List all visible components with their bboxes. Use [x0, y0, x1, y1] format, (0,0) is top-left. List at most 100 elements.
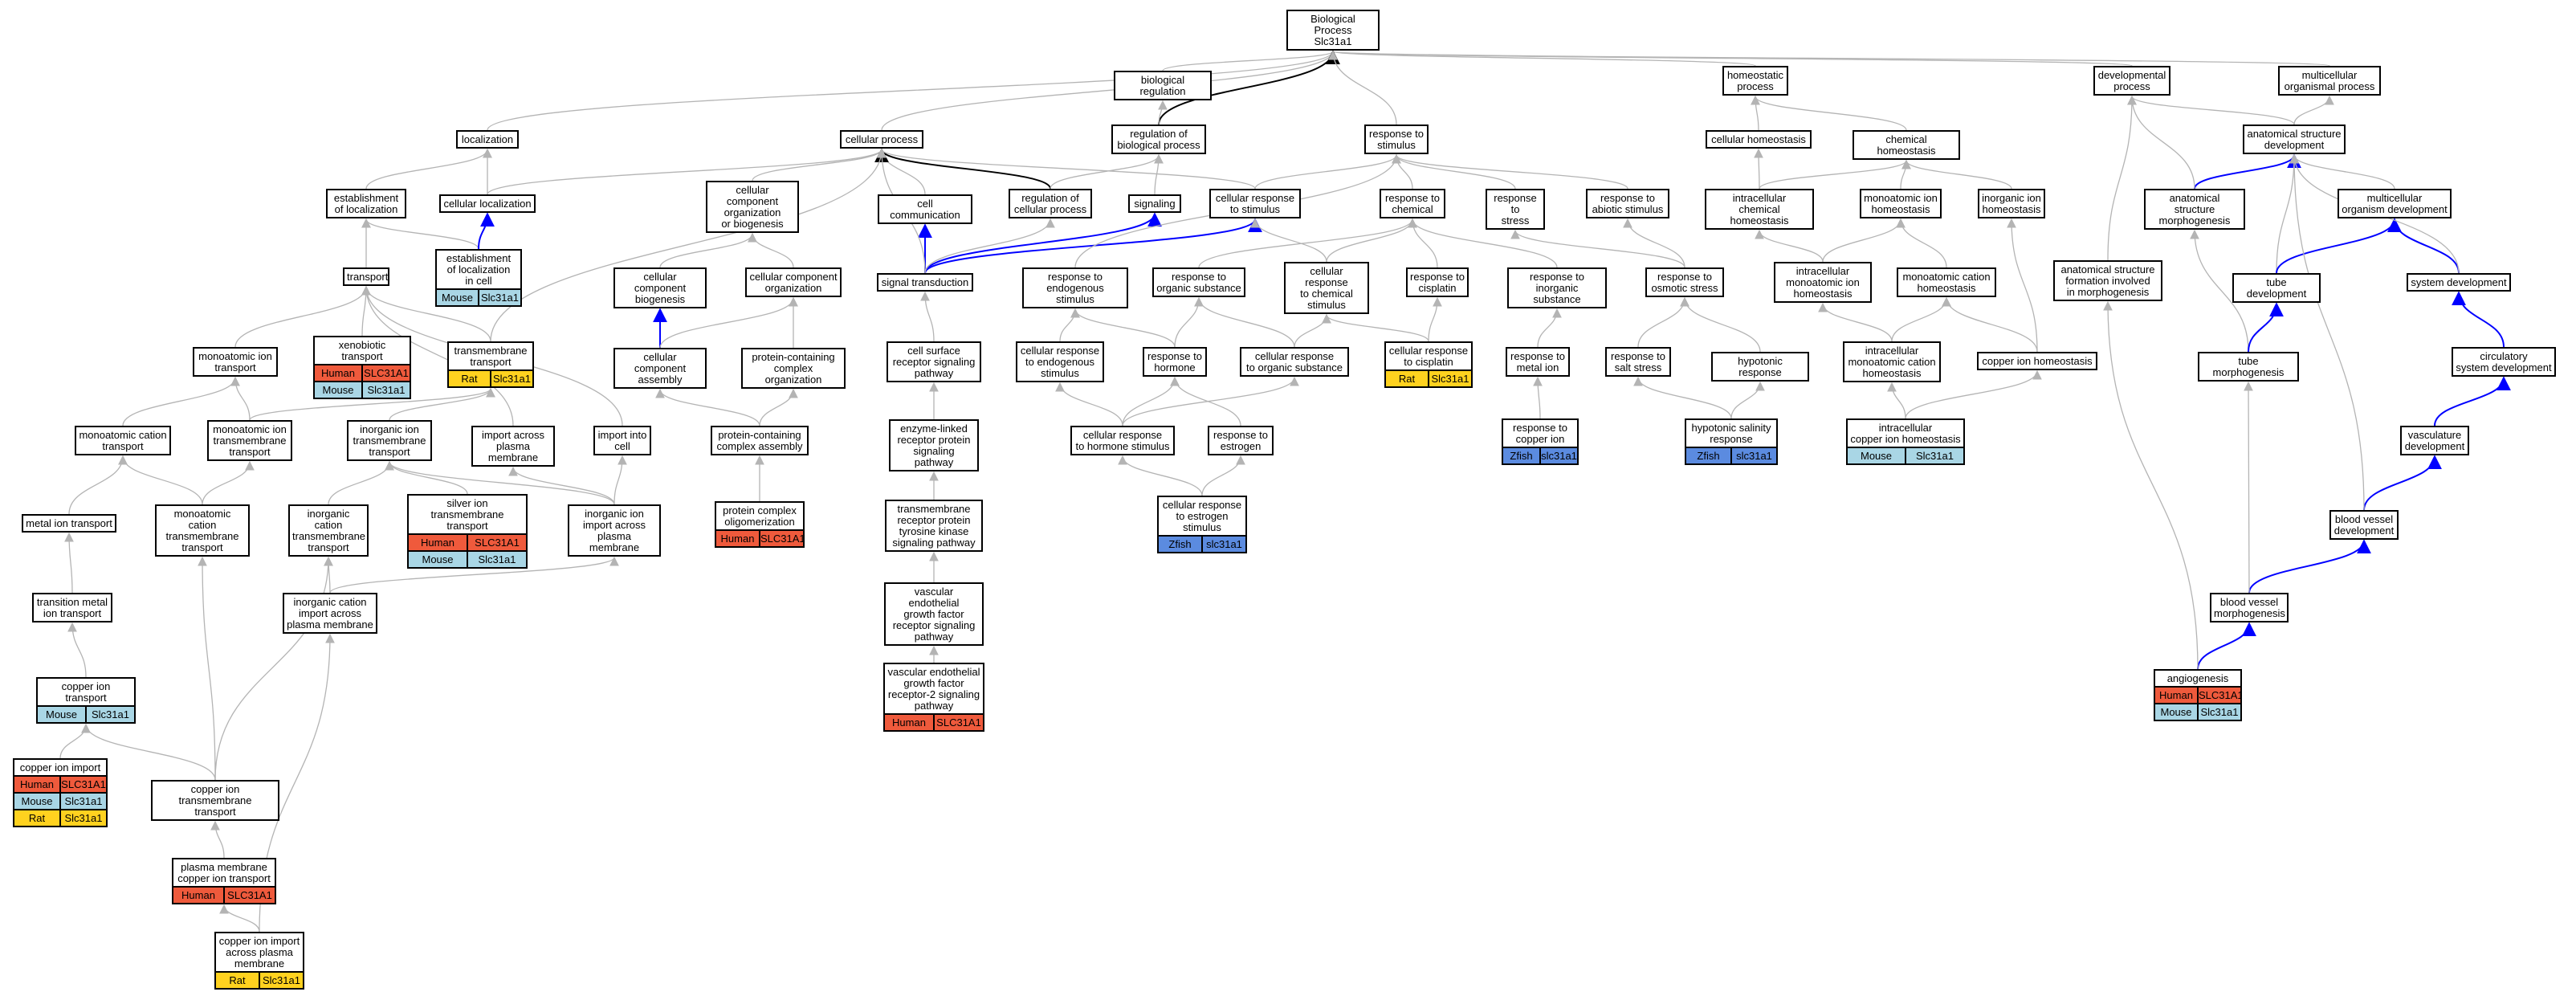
go-term-node[interactable]: transmembrane receptor protein tyrosine …: [885, 500, 983, 552]
go-term-node[interactable]: response to osmotic stress: [1645, 267, 1724, 297]
go-term-node[interactable]: chemical homeostasis: [1853, 130, 1960, 160]
go-term-node[interactable]: homeostatic process: [1722, 66, 1788, 96]
go-term-node[interactable]: response to salt stress: [1605, 347, 1671, 377]
go-term-node[interactable]: monoatomic ion transport: [193, 347, 278, 377]
go-term-node[interactable]: response to chemical: [1380, 189, 1445, 218]
go-term-node[interactable]: cellular component organization or bioge…: [706, 181, 799, 233]
go-term-label: inorganic ion homeostasis: [1982, 192, 2041, 215]
go-term-node[interactable]: system development: [2407, 273, 2511, 292]
go-term-node[interactable]: Biological Process Slc31a1: [1286, 10, 1380, 51]
go-term-node[interactable]: metal ion transport: [22, 514, 116, 533]
go-term-node[interactable]: inorganic cation transmembrane transport: [288, 504, 369, 557]
go-term-node[interactable]: developmental process: [2093, 66, 2170, 96]
go-term-node[interactable]: cellular process: [840, 130, 923, 149]
go-term-node[interactable]: establishment of localization: [326, 189, 406, 218]
go-term-node[interactable]: response to abiotic stimulus: [1586, 189, 1669, 218]
go-term-node[interactable]: signal transduction: [877, 273, 973, 292]
go-term-node[interactable]: circulatory system development: [2452, 347, 2556, 377]
go-term-node[interactable]: monoatomic ion homeostasis: [1860, 189, 1942, 218]
go-term-node[interactable]: cellular homeostasis: [1706, 130, 1812, 149]
go-term-node[interactable]: cell communication: [878, 194, 972, 224]
go-term-label: copper ion transport: [61, 680, 111, 704]
go-term-node[interactable]: vascular endothelial growth factor recep…: [884, 582, 984, 646]
go-term-node[interactable]: monoatomic ion transmembrane transport: [207, 420, 292, 461]
go-term-node[interactable]: monoatomic cation transmembrane transpor…: [155, 504, 250, 557]
go-term-node[interactable]: intracellular chemical homeostasis: [1705, 189, 1814, 230]
go-term-node[interactable]: import into cell: [593, 426, 651, 455]
go-term-label: cellular component assembly: [634, 351, 687, 386]
go-term-node[interactable]: cellular localization: [439, 194, 536, 213]
go-term-node[interactable]: localization: [456, 130, 519, 149]
go-term-node[interactable]: multicellular organism development: [2338, 189, 2452, 218]
go-term-node[interactable]: signaling: [1128, 194, 1181, 213]
go-term-node[interactable]: transport: [343, 267, 389, 286]
go-term-node[interactable]: response to inorganic substance: [1507, 267, 1607, 308]
relation-edge: [1162, 50, 1338, 71]
go-term-node[interactable]: regulation of biological process: [1111, 124, 1206, 154]
go-term-node[interactable]: response to endogenous stimulus: [1022, 267, 1128, 308]
go-term-node[interactable]: response to stimulus: [1364, 124, 1429, 154]
gene-symbol: Slc31a1: [59, 794, 106, 809]
go-term-node[interactable]: intracellular monoatomic ion homeostasis: [1774, 262, 1872, 303]
go-term-node[interactable]: response to organic substance: [1152, 267, 1245, 297]
go-term-node[interactable]: cellular response to stimulus: [1209, 189, 1301, 218]
go-term-node[interactable]: intracellular monoatomic cation homeosta…: [1843, 341, 1941, 382]
go-term-node[interactable]: import across plasma membrane: [471, 426, 555, 467]
go-term-node[interactable]: anatomical structure formation involved …: [2053, 260, 2162, 301]
go-term-node[interactable]: cellular response to organic substance: [1240, 347, 1349, 377]
go-term-node[interactable]: enzyme-linked receptor protein signaling…: [889, 419, 979, 471]
go-term-node[interactable]: inorganic cation import across plasma me…: [283, 593, 377, 634]
go-term-node[interactable]: monoatomic cation transport: [75, 426, 171, 455]
go-term-node[interactable]: cellular component organization: [745, 267, 842, 297]
go-term-node[interactable]: response to estrogen: [1208, 426, 1274, 455]
go-term-node[interactable]: cellular component assembly: [613, 348, 707, 389]
go-term-node[interactable]: cellular response to chemical stimulus: [1284, 262, 1369, 314]
relation-edge: [1905, 369, 2042, 419]
go-term-node[interactable]: inorganic ion homeostasis: [1978, 189, 2045, 218]
go-term-node[interactable]: copper ion transmembrane transport: [151, 780, 279, 821]
go-term-node[interactable]: tube morphogenesis: [2198, 352, 2299, 382]
go-term-node[interactable]: monoatomic cation homeostasis: [1897, 267, 1996, 297]
go-term-node[interactable]: copper ion homeostasis: [1977, 352, 2097, 370]
go-term-node[interactable]: biological regulation: [1114, 71, 1212, 100]
go-term-node[interactable]: blood vessel development: [2329, 510, 2399, 540]
go-term-node[interactable]: vascular endothelial growth factor recep…: [883, 663, 984, 732]
go-term-node[interactable]: transition metal ion transport: [32, 593, 112, 622]
go-term-node[interactable]: tube development: [2232, 273, 2321, 303]
go-term-node[interactable]: copper ion import across plasma membrane…: [214, 932, 304, 990]
go-term-node[interactable]: cellular response to endogenous stimulus: [1016, 341, 1104, 382]
go-term-node[interactable]: inorganic ion import across plasma membr…: [568, 504, 661, 557]
go-term-node[interactable]: response to stress: [1486, 189, 1545, 230]
go-term-node[interactable]: hypotonic response: [1711, 352, 1809, 382]
go-term-node[interactable]: anatomical structure morphogenesis: [2144, 189, 2245, 230]
go-term-node[interactable]: cellular response to hormone stimulus: [1070, 426, 1175, 455]
go-term-node[interactable]: cellular component biogenesis: [613, 267, 707, 308]
go-term-node[interactable]: inorganic ion transmembrane transport: [347, 420, 432, 461]
go-term-node[interactable]: protein-containing complex assembly: [711, 426, 809, 455]
go-term-node[interactable]: response to hormone: [1143, 347, 1207, 377]
go-term-node[interactable]: response to metal ion: [1506, 347, 1570, 377]
go-term-label: establishment of localization in cell: [446, 252, 512, 287]
go-term-node[interactable]: vasculature development: [2400, 426, 2469, 455]
go-term-node[interactable]: anatomical structure development: [2243, 124, 2346, 154]
go-term-node[interactable]: multicellular organismal process: [2278, 66, 2381, 96]
go-term-node[interactable]: protein-containing complex organization: [741, 348, 846, 389]
go-term-node[interactable]: blood vessel morphogenesis: [2210, 593, 2289, 622]
go-term-node[interactable]: cell surface receptor signaling pathway: [887, 341, 981, 382]
go-term-node[interactable]: regulation of cellular process: [1009, 189, 1092, 218]
go-term-node[interactable]: response to cisplatin: [1406, 267, 1469, 297]
